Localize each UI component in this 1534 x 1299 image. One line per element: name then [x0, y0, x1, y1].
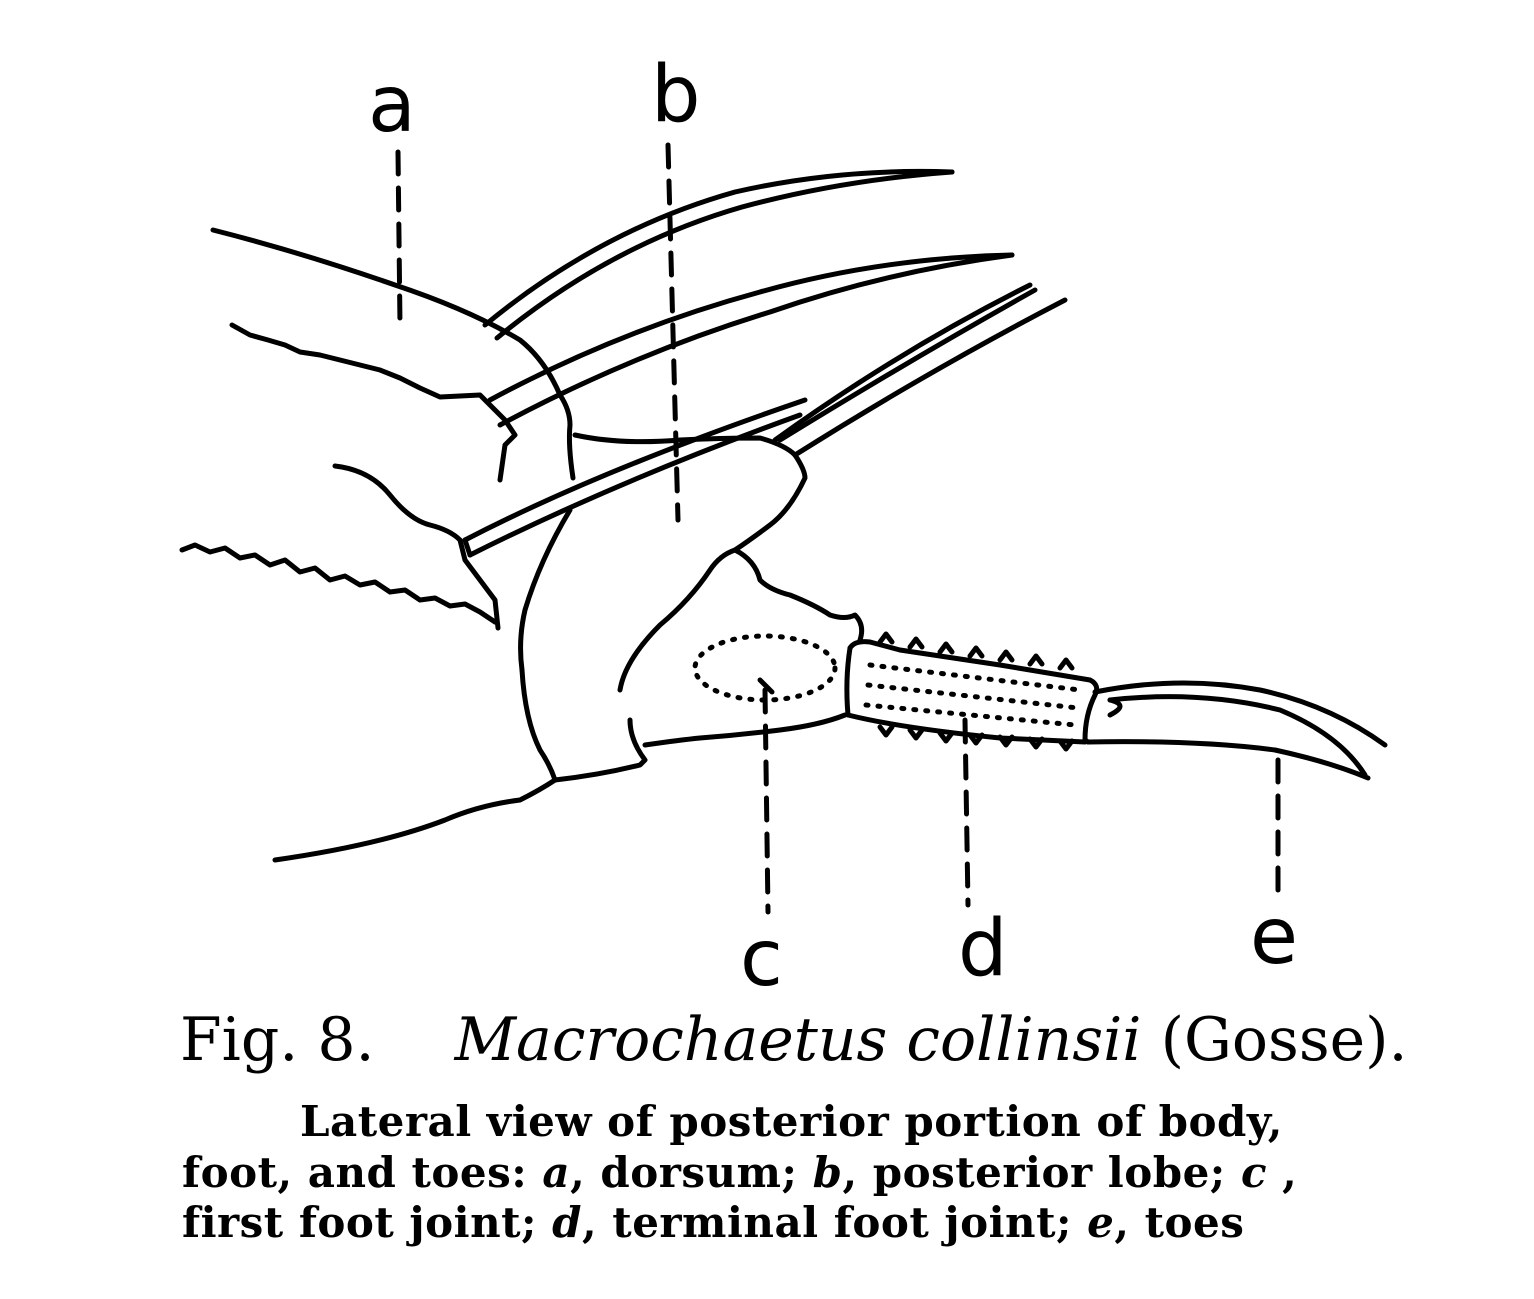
- caption-line-3: first foot joint; d, terminal foot joint…: [182, 1198, 1244, 1247]
- first-foot-joint: [620, 550, 735, 690]
- species-name: Macrochaetus collinsii: [455, 1005, 1142, 1075]
- species-authority: (Gosse).: [1161, 1005, 1408, 1075]
- body-wavy-edge: [232, 325, 515, 480]
- label-b: b: [651, 56, 701, 134]
- posterior-lobe: [735, 455, 805, 550]
- second-spine: [490, 255, 1012, 400]
- leader-c: [765, 690, 768, 912]
- figure-number: Fig. 8.: [180, 1005, 375, 1075]
- leader-d: [965, 720, 968, 905]
- lower-wavy-edge: [182, 545, 495, 622]
- label-a: a: [368, 66, 416, 144]
- terminal-foot-joint: [850, 642, 1097, 742]
- toes: [1095, 683, 1385, 745]
- label-e: e: [1250, 898, 1298, 976]
- label-d: d: [958, 910, 1008, 988]
- leader-a: [398, 152, 400, 325]
- caption-line-1: Lateral view of posterior portion of bod…: [300, 1097, 1283, 1146]
- rotifer-foot-illustration: [0, 0, 1534, 1000]
- figure-title: Fig. 8. Macrochaetus collinsii (Gosse).: [180, 1005, 1500, 1075]
- caption-line-2: foot, and toes: a, dorsum; b, posterior …: [182, 1148, 1297, 1197]
- label-c: c: [740, 920, 783, 998]
- lower-spine: [465, 400, 805, 540]
